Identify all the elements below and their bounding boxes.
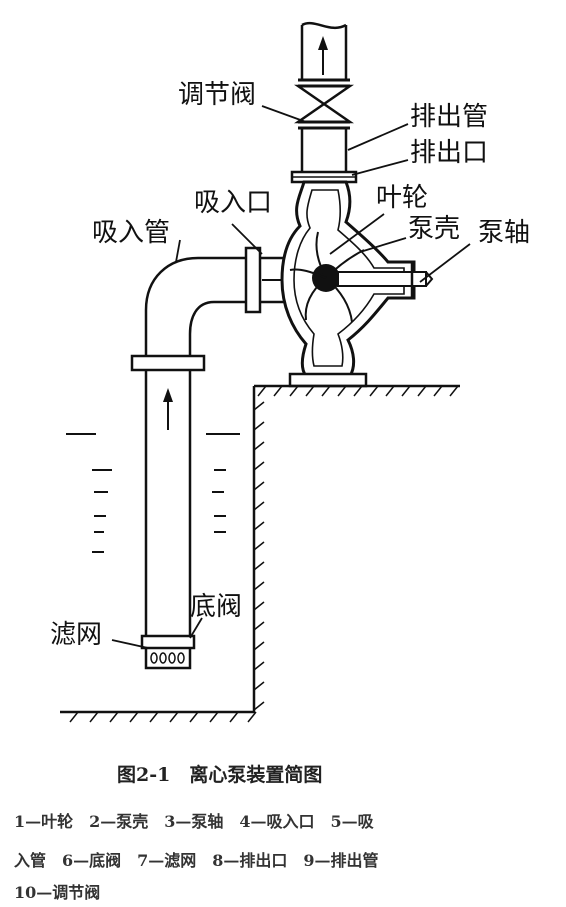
label-impeller: 叶轮	[376, 183, 429, 213]
regulating-valve	[293, 84, 355, 124]
discharge-pipe-top	[300, 25, 348, 80]
discharge-top-arrowhead	[318, 36, 328, 50]
pump-base	[288, 372, 368, 388]
legend-line: 入管 6—底阀 7—滤网 8—排出口 9—排出管	[14, 851, 379, 870]
bottom-valve	[140, 634, 196, 650]
label-suction-inlet: 吸入口	[194, 188, 273, 218]
label-pump-shaft: 泵轴	[478, 218, 531, 248]
discharge-pipe	[300, 128, 348, 172]
leader-lines	[111, 105, 471, 649]
label-discharge-pipe: 排出管	[410, 102, 489, 132]
filter-screen	[144, 648, 192, 670]
tank-wall	[60, 386, 256, 714]
pump-shaft	[337, 271, 427, 287]
legend-line: 10—调节阀	[14, 883, 101, 902]
figure-caption: 图2-1 离心泵装置简图	[117, 764, 323, 786]
label-bottom-valve: 底阀	[190, 592, 243, 622]
suction-pipe	[144, 256, 246, 356]
label-suction-pipe: 吸入管	[92, 218, 171, 248]
discharge-pipe-top-break	[301, 22, 347, 30]
suction-pipe-flange	[130, 354, 206, 372]
label-regulating-valve: 调节阀	[178, 80, 257, 110]
ground-hatching	[69, 385, 459, 723]
label-pump-casing: 泵壳	[408, 214, 461, 244]
label-discharge-outlet: 排出口	[410, 138, 489, 168]
label-filter-screen: 滤网	[50, 620, 103, 650]
suction-inlet-flange	[244, 246, 262, 314]
water-marks	[66, 433, 240, 553]
centrifugal-pump-diagram	[60, 22, 471, 723]
legend-line: 1—叶轮 2—泵壳 3—泵轴 4—吸入口 5—吸	[14, 812, 374, 831]
